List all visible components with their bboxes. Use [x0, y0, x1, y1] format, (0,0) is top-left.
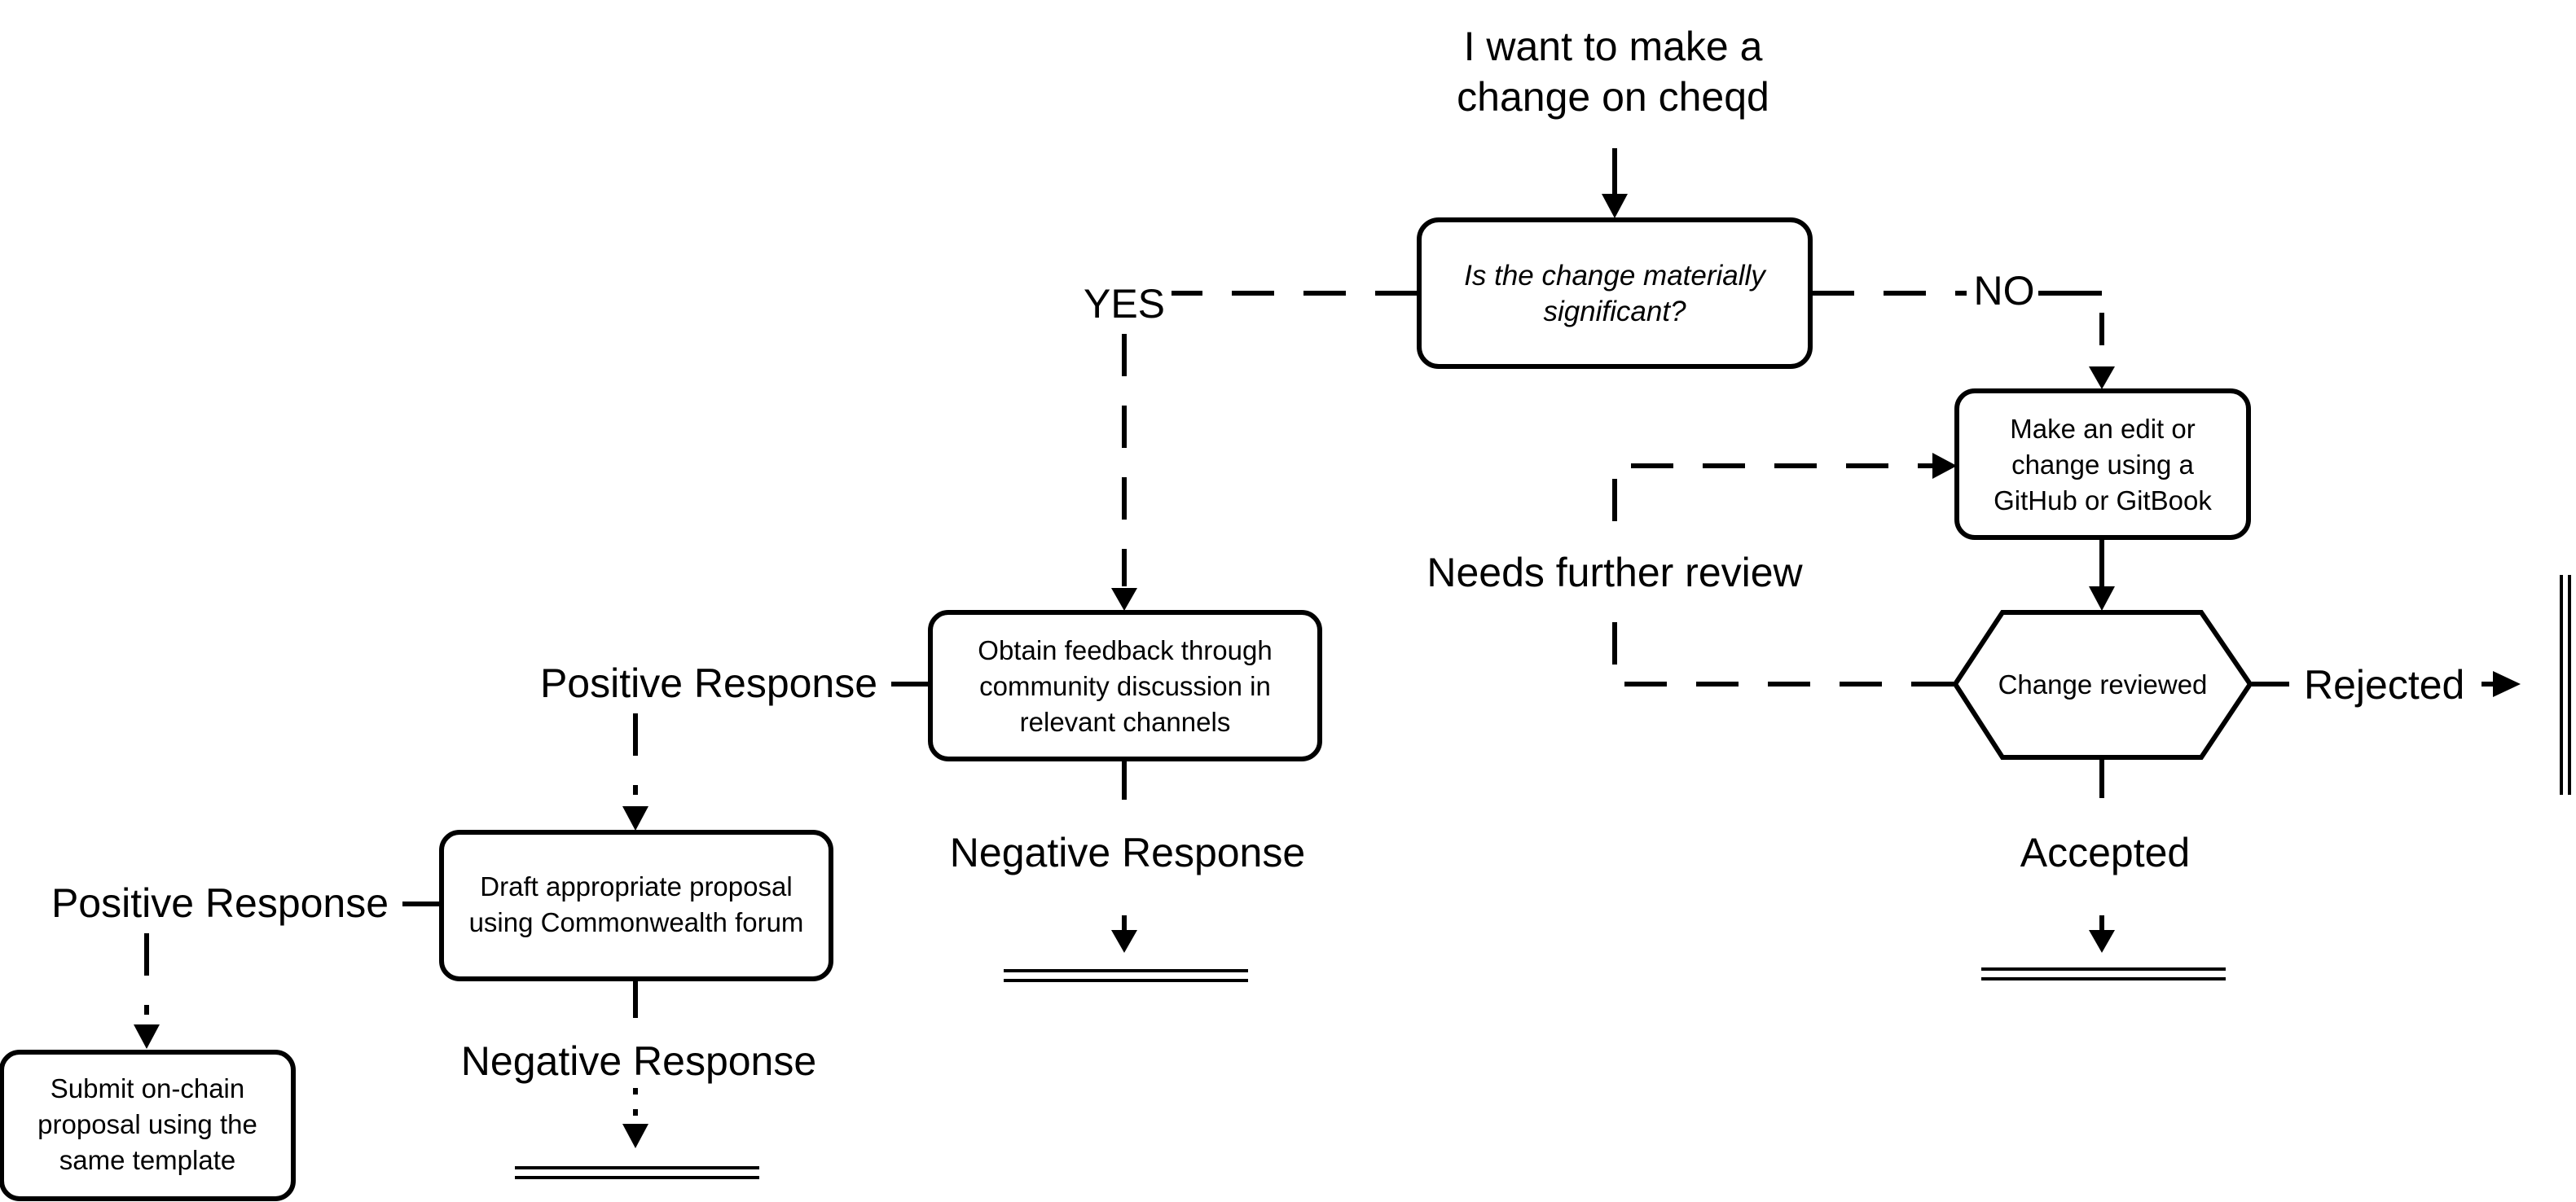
rejected-arrowhead — [2493, 671, 2521, 697]
decision-line-1: Is the change materially — [1464, 260, 1767, 292]
submit-line-3: same template — [59, 1145, 235, 1175]
yes-label: YES — [1084, 281, 1165, 327]
rejected-label: Rejected — [2304, 662, 2464, 708]
review-node — [1952, 610, 2253, 760]
negative-1-arrowhead — [1111, 930, 1137, 953]
draft-line-1: Draft appropriate proposal — [480, 871, 792, 902]
edit-to-review-arrowhead — [2089, 586, 2115, 611]
positive-1-arrowhead — [622, 806, 648, 831]
draft-line-2: using Commonwealth forum — [469, 907, 804, 937]
decision-node — [1417, 217, 1813, 369]
edit-node — [1954, 388, 2251, 540]
feedback-line-1: Obtain feedback through — [978, 635, 1272, 665]
negative-response-2-label: Negative Response — [461, 1038, 816, 1084]
needs-review-label: Needs further review — [1426, 550, 1803, 595]
submit-node — [0, 1050, 296, 1201]
start-arrowhead — [1602, 194, 1628, 218]
feedback-line-3: relevant channels — [1020, 707, 1231, 737]
accepted-arrowhead — [2089, 930, 2115, 953]
edit-line-1: Make an edit or — [2010, 414, 2195, 444]
decision-line-2: significant? — [1543, 296, 1686, 327]
negative-response-1-label: Negative Response — [950, 830, 1305, 875]
submit-line-2: proposal using the — [37, 1109, 257, 1139]
positive-2-arrowhead — [134, 1024, 160, 1049]
review-label: Change reviewed — [1998, 669, 2208, 700]
review-loop-arrowhead — [1932, 453, 1957, 479]
edit-line-2: change using a — [2011, 450, 2194, 480]
accepted-label: Accepted — [2020, 830, 2190, 875]
negative-2-arrowhead — [622, 1124, 648, 1148]
feedback-node — [928, 610, 1322, 761]
no-label: NO — [1974, 268, 2035, 314]
edit-line-3: GitHub or GitBook — [1994, 485, 2212, 515]
feedback-line-2: community discussion in — [979, 671, 1271, 701]
yes-arrowhead — [1111, 588, 1137, 611]
start-line-2: change on cheqd — [1457, 74, 1769, 120]
needs-review-label-bg — [1419, 544, 1805, 604]
positive-response-1-label: Positive Response — [540, 660, 877, 706]
submit-line-1: Submit on-chain — [51, 1073, 244, 1103]
draft-node — [439, 830, 833, 981]
start-line-1: I want to make a — [1464, 24, 1763, 69]
no-arrowhead — [2089, 366, 2115, 389]
positive-response-2-label: Positive Response — [51, 880, 389, 926]
